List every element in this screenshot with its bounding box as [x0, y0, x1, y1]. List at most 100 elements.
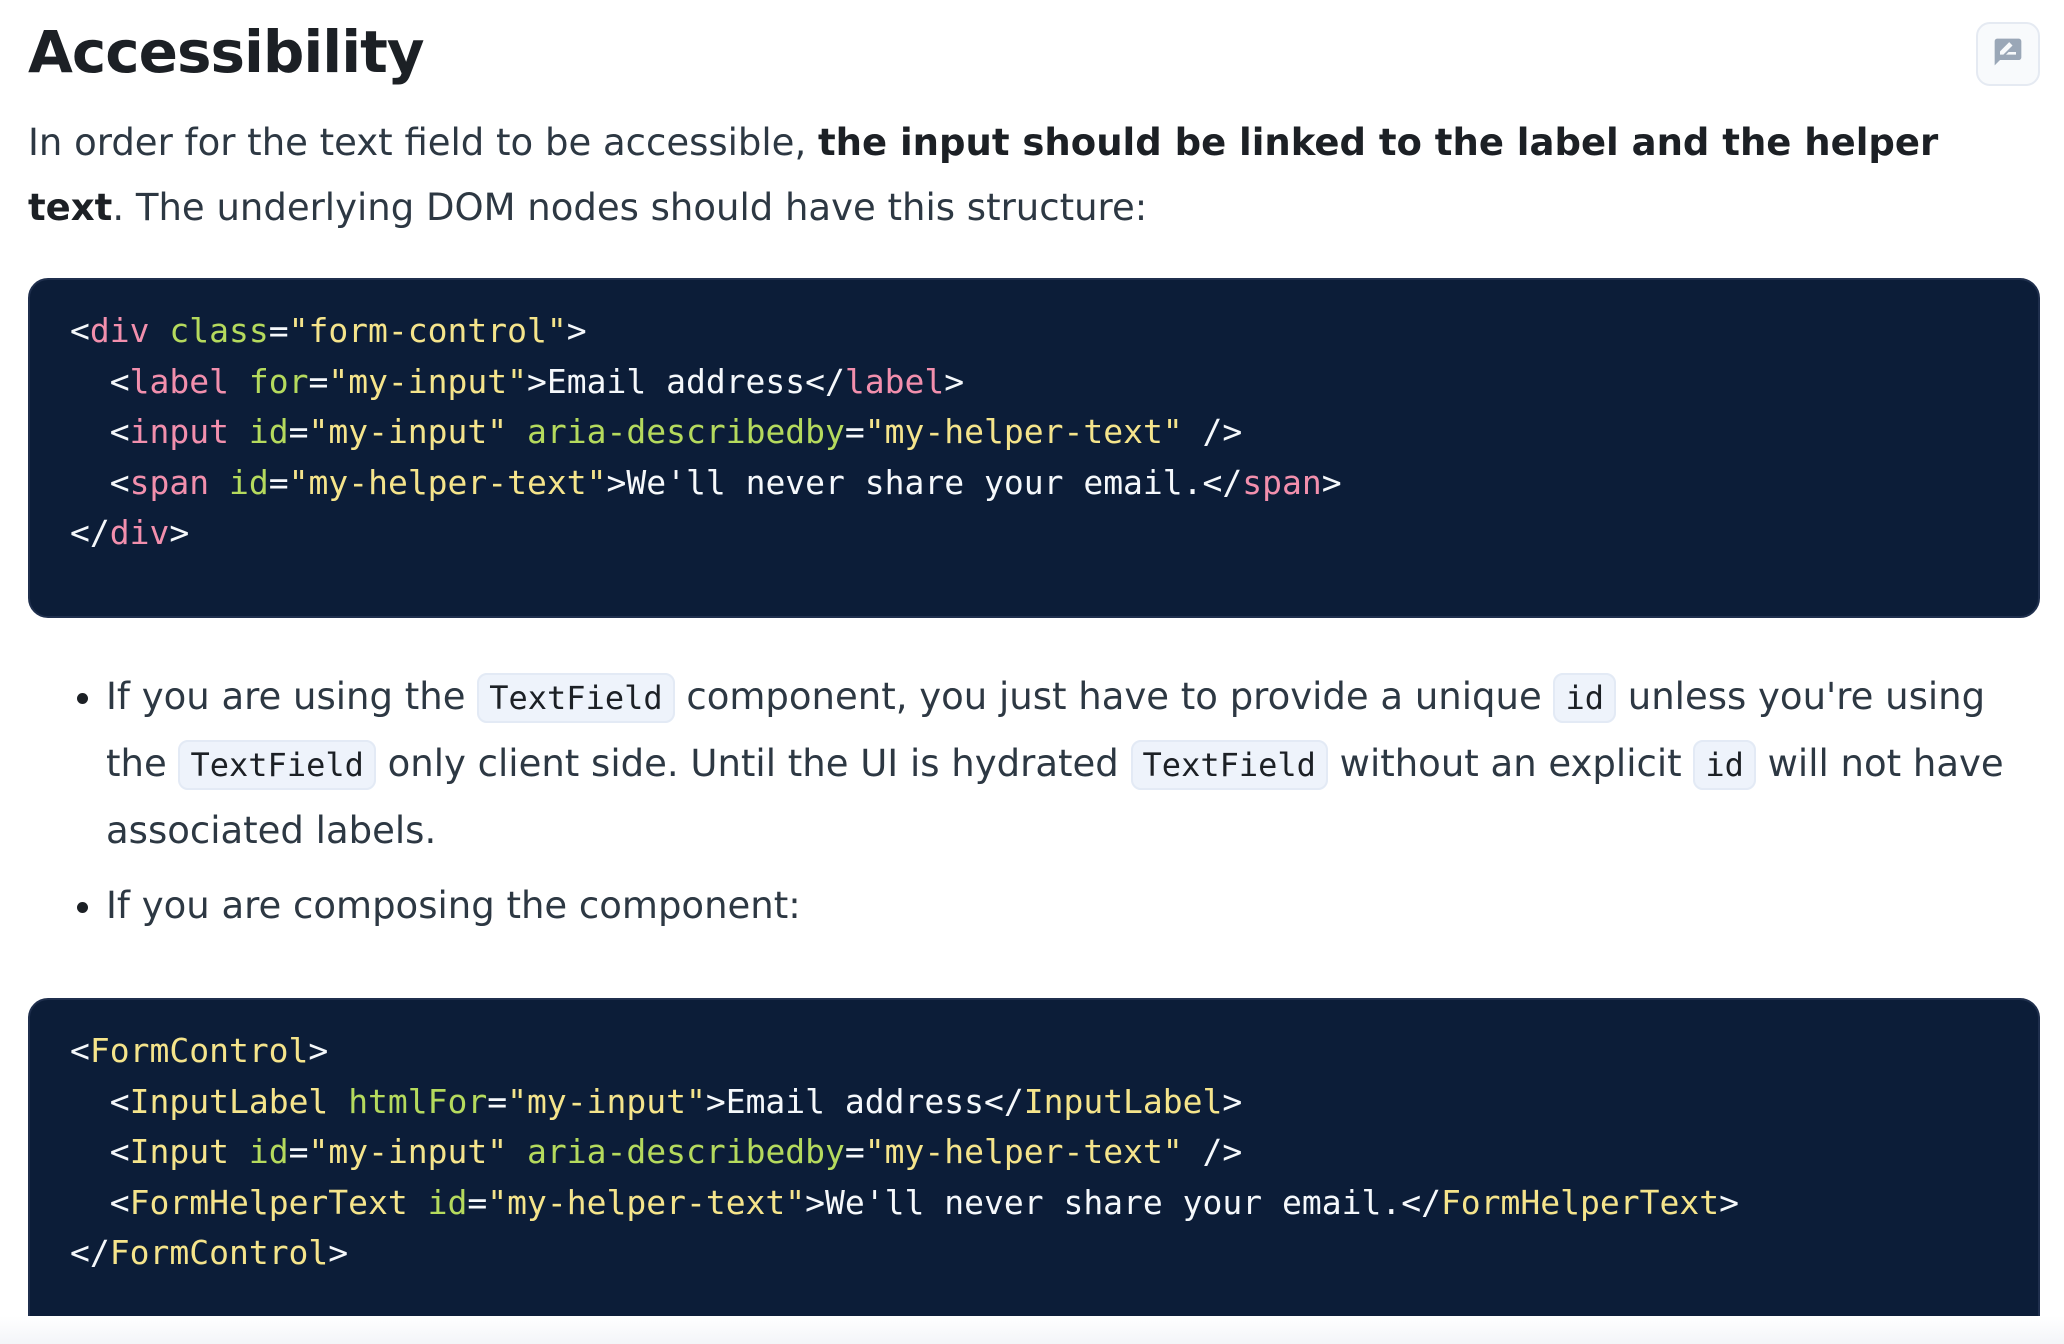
bullet-text: will not have associated labels. — [106, 742, 2004, 852]
code-attr: id — [427, 1182, 468, 1222]
code-block-html-structure[interactable]: <div class="form-control"> <label for="m… — [28, 278, 2040, 618]
code-indent — [70, 1183, 110, 1222]
code-attr: aria-describedby — [527, 412, 845, 451]
intro-text-before: In order for the text field to be access… — [28, 121, 818, 164]
code-attr: for — [248, 361, 309, 401]
code-punct: < — [109, 1182, 130, 1222]
code-string: "form-control" — [288, 311, 567, 350]
list-item-composing: If you are composing the component: — [106, 873, 2040, 938]
code-tag: FormControl — [89, 1031, 309, 1070]
code-string: "my-helper-text" — [864, 1132, 1183, 1171]
inline-code-textfield: TextField — [178, 740, 376, 790]
code-punct: < — [109, 1081, 130, 1121]
code-punct: = — [467, 1182, 488, 1222]
code-attr: id — [248, 412, 289, 451]
code-jsx: <FormControl> <InputLabel htmlFor="my-in… — [70, 1026, 1998, 1279]
code-html: <div class="form-control"> <label for="m… — [70, 306, 1998, 559]
code-punct: < — [109, 361, 130, 401]
code-punct: = — [268, 311, 289, 350]
code-punct: = — [844, 1132, 865, 1171]
intro-text-after: . The underlying DOM nodes should have t… — [112, 186, 1148, 229]
code-punct: > — [1321, 462, 1342, 502]
code-punct: /> — [1182, 1132, 1243, 1171]
feedback-icon — [1992, 36, 2024, 72]
code-punct: > — [328, 1233, 349, 1272]
code-string: "my-input" — [308, 412, 508, 451]
code-punct: > — [944, 361, 965, 401]
code-punct: = — [268, 462, 289, 502]
code-string: "my-input" — [308, 1132, 508, 1171]
code-punct: > — [566, 311, 587, 350]
code-string: "my-input" — [328, 361, 528, 401]
code-tag: label — [844, 361, 945, 401]
code-indent — [70, 1082, 110, 1121]
code-text: >We'll never share your email.</ — [805, 1182, 1441, 1222]
list-item-textfield: If you are using the TextField component… — [106, 664, 2040, 863]
usage-bullet-list: If you are using the TextField component… — [28, 664, 2040, 938]
intro-paragraph: In order for the text field to be access… — [28, 110, 2040, 240]
code-punct: < — [109, 1132, 130, 1171]
feedback-button[interactable] — [1976, 22, 2040, 86]
code-indent — [70, 463, 110, 502]
code-tag: Input — [129, 1132, 229, 1171]
inline-code-textfield: TextField — [477, 673, 675, 723]
code-punct: > — [308, 1031, 329, 1070]
code-text: >Email address</ — [705, 1081, 1024, 1121]
code-tag: InputLabel — [129, 1081, 329, 1121]
code-punct: > — [1222, 1081, 1243, 1121]
code-punct: < — [109, 462, 130, 502]
code-string: "my-helper-text" — [864, 412, 1183, 451]
inline-code-textfield: TextField — [1130, 740, 1328, 790]
code-indent — [70, 412, 110, 451]
code-indent — [70, 1132, 110, 1171]
code-punct: </ — [70, 513, 110, 552]
code-punct: = — [844, 412, 865, 451]
code-punct: > — [1719, 1182, 1739, 1222]
code-punct: > — [169, 513, 190, 552]
code-string: "my-helper-text" — [487, 1182, 806, 1222]
code-punct: /> — [1182, 412, 1243, 451]
code-block-jsx-composition[interactable]: <FormControl> <InputLabel htmlFor="my-in… — [28, 998, 2040, 1338]
bullet-text: component, you just have to provide a un… — [674, 675, 1554, 718]
code-text: >Email address</ — [527, 361, 845, 401]
code-tag: InputLabel — [1023, 1081, 1223, 1121]
section-header: Accessibility — [28, 0, 2040, 110]
bullet-text: If you are composing the component: — [106, 884, 801, 927]
docs-content: Accessibility In order for the text fiel… — [28, 0, 2040, 1338]
code-tag: span — [129, 462, 210, 502]
code-tag: FormHelperText — [1440, 1182, 1720, 1222]
code-tag: FormControl — [109, 1233, 329, 1272]
code-punct: = — [288, 1132, 309, 1171]
bullet-text: If you are using the — [106, 675, 478, 718]
intro-bold-text: the input should be linked to the label … — [28, 121, 1939, 229]
code-tag: input — [129, 412, 229, 451]
code-attr: id — [228, 462, 269, 502]
code-attr: id — [248, 1132, 289, 1171]
section-title: Accessibility — [28, 18, 425, 86]
code-tag: FormHelperText — [129, 1182, 408, 1222]
code-tag: label — [129, 361, 229, 401]
code-string: "my-helper-text" — [288, 462, 607, 502]
code-punct: < — [70, 1031, 90, 1070]
code-punct: </ — [70, 1233, 110, 1272]
bullet-text: without an explicit — [1327, 742, 1694, 785]
code-attr: class — [169, 311, 269, 350]
code-punct: < — [70, 311, 90, 350]
code-punct: = — [288, 412, 309, 451]
bullet-text: unless you're using the — [106, 675, 1986, 785]
code-text: >We'll never share your email.</ — [606, 462, 1243, 502]
code-indent — [70, 362, 110, 401]
code-tag: span — [1242, 462, 1322, 502]
code-punct: = — [308, 361, 329, 401]
code-tag: div — [109, 513, 170, 552]
code-string: "my-input" — [507, 1081, 706, 1121]
bullet-text: only client side. Until the UI is hydrat… — [375, 742, 1131, 785]
code-attr: aria-describedby — [527, 1132, 845, 1171]
code-punct: < — [109, 412, 130, 451]
inline-code-id: id — [1553, 673, 1617, 723]
code-punct: = — [487, 1081, 508, 1121]
inline-code-id: id — [1693, 740, 1756, 790]
code-attr: htmlFor — [348, 1081, 488, 1121]
bottom-fade — [0, 1316, 2064, 1344]
code-tag: div — [89, 311, 150, 350]
